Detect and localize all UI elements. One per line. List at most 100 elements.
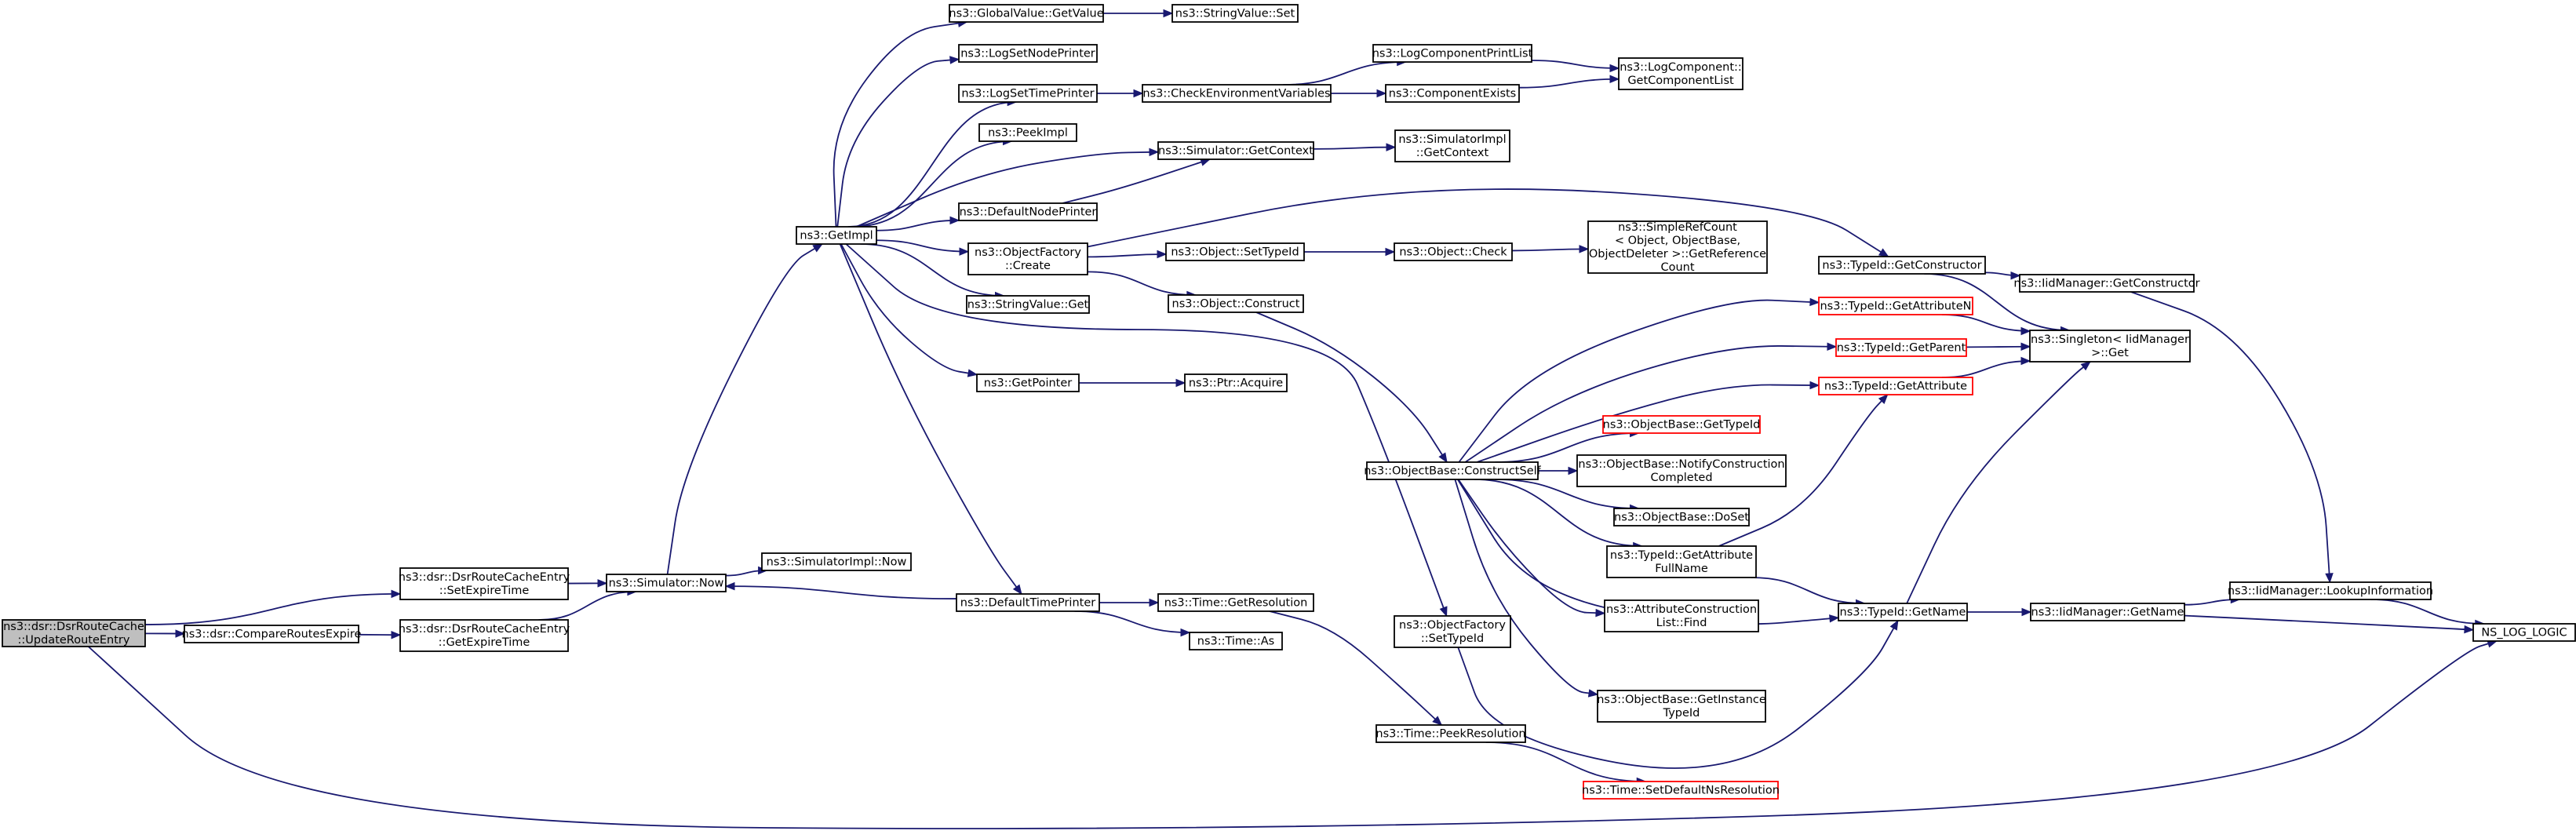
node-box[interactable]	[1583, 781, 1779, 800]
node-n33[interactable]: ns3::ObjectBase::ConstructSelf	[1364, 461, 1542, 480]
node-box[interactable]	[949, 4, 1104, 23]
node-n2[interactable]: ns3::dsr::DsrRouteCacheEntry::SetExpireT…	[399, 567, 570, 600]
node-box[interactable]	[1394, 129, 1510, 162]
node-n49[interactable]: NS_LOG_LOGIC	[2472, 623, 2576, 642]
node-n48[interactable]: ns3::IidManager::LookupInformation	[2228, 581, 2433, 600]
node-box[interactable]	[399, 619, 569, 652]
node-box[interactable]	[1597, 690, 1766, 723]
node-box[interactable]	[1385, 84, 1520, 103]
node-box[interactable]	[2472, 623, 2576, 642]
node-box[interactable]	[1394, 615, 1511, 648]
node-n34[interactable]: ns3::ObjectBase::GetTypeId	[1602, 415, 1761, 434]
node-box[interactable]	[1835, 338, 1967, 357]
node-box[interactable]	[1168, 294, 1304, 313]
node-box[interactable]	[958, 84, 1098, 103]
node-n17[interactable]: ns3::SimulatorImpl::GetContext	[1394, 129, 1510, 162]
node-n5[interactable]: ns3::SimulatorImpl::Now	[761, 552, 912, 571]
node-n7[interactable]: ns3::GlobalValue::GetValue	[949, 4, 1104, 23]
node-box[interactable]	[2030, 603, 2185, 621]
node-n36[interactable]: ns3::ObjectBase::DoSet	[1613, 508, 1750, 526]
node-box[interactable]	[1818, 297, 1973, 315]
node-box[interactable]	[1157, 141, 1314, 160]
node-n8[interactable]: ns3::StringValue::Set	[1171, 4, 1299, 23]
node-box[interactable]	[1606, 545, 1757, 578]
node-box[interactable]	[1184, 373, 1288, 392]
node-box[interactable]	[1142, 84, 1332, 103]
node-box[interactable]	[1157, 593, 1314, 612]
node-box[interactable]	[184, 625, 359, 643]
node-box[interactable]	[1818, 256, 1986, 275]
node-box[interactable]	[1189, 632, 1283, 650]
node-n25[interactable]: ns3::GetPointer	[976, 373, 1080, 392]
node-n6[interactable]: ns3::GetImpl	[796, 226, 877, 245]
node-n29[interactable]: ns3::Time::As	[1189, 632, 1283, 650]
node-box[interactable]	[2019, 274, 2195, 293]
node-n15[interactable]: ns3::PeekImpl	[978, 123, 1077, 142]
node-box[interactable]	[1618, 57, 1743, 90]
node-n35[interactable]: ns3::ObjectBase::NotifyConstructionCompl…	[1576, 454, 1787, 487]
node-box[interactable]	[1372, 44, 1532, 63]
node-n41[interactable]: ns3::TypeId::GetAttributeN	[1818, 297, 1973, 315]
node-n21[interactable]: ns3::Object::Check	[1394, 242, 1513, 261]
node-n30[interactable]: ns3::Time::PeekResolution	[1375, 724, 1526, 743]
node-n3[interactable]: ns3::dsr::DsrRouteCacheEntry::GetExpireT…	[399, 619, 570, 652]
node-box[interactable]	[1165, 242, 1305, 261]
node-n22[interactable]: ns3::SimpleRefCount< Object, ObjectBase,…	[1587, 220, 1768, 274]
node-box[interactable]	[966, 295, 1090, 314]
node-box[interactable]	[2229, 581, 2432, 600]
node-n24[interactable]: ns3::StringValue::Get	[966, 295, 1090, 314]
node-n26[interactable]: ns3::Ptr::Acquire	[1184, 373, 1288, 392]
node-n44[interactable]: ns3::TypeId::GetName	[1838, 603, 1968, 621]
node-box[interactable]	[1366, 461, 1539, 480]
node-n27[interactable]: ns3::DefaultTimePrinter	[956, 593, 1100, 612]
node-n12[interactable]: ns3::LogComponentPrintList	[1372, 44, 1533, 63]
node-box[interactable]	[978, 123, 1077, 142]
node-n45[interactable]: ns3::IidManager::GetConstructor	[2013, 274, 2200, 293]
node-n47[interactable]: ns3::IidManager::GetName	[2030, 603, 2185, 621]
node-box[interactable]	[1602, 415, 1761, 434]
node-box[interactable]	[958, 44, 1098, 63]
node-box[interactable]	[606, 574, 727, 592]
node-n9[interactable]: ns3::LogSetNodePrinter	[958, 44, 1098, 63]
node-n19[interactable]: ns3::ObjectFactory::Create	[967, 242, 1088, 275]
node-n10[interactable]: ns3::LogSetTimePrinter	[958, 84, 1098, 103]
node-n0[interactable]: ns3::dsr::DsrRouteCache::UpdateRouteEntr…	[2, 619, 146, 647]
node-n46[interactable]: ns3::Singleton< IidManager>::Get	[2029, 330, 2191, 363]
node-n1[interactable]: ns3::dsr::CompareRoutesExpire	[182, 625, 362, 643]
node-box[interactable]	[967, 242, 1088, 275]
node-n11[interactable]: ns3::CheckEnvironmentVariables	[1142, 84, 1332, 103]
node-box[interactable]	[1613, 508, 1750, 526]
node-n23[interactable]: ns3::Object::Construct	[1168, 294, 1304, 313]
node-n16[interactable]: ns3::Simulator::GetContext	[1157, 141, 1314, 160]
node-box[interactable]	[976, 373, 1080, 392]
node-n13[interactable]: ns3::ComponentExists	[1385, 84, 1520, 103]
node-box[interactable]	[1604, 599, 1759, 632]
node-n43[interactable]: ns3::TypeId::GetAttribute	[1818, 377, 1973, 395]
node-n28[interactable]: ns3::Time::GetResolution	[1157, 593, 1314, 612]
node-box[interactable]	[1818, 377, 1973, 395]
node-box[interactable]	[1576, 454, 1787, 487]
node-n31[interactable]: ns3::Time::SetDefaultNsResolution	[1582, 781, 1780, 800]
node-box[interactable]	[761, 552, 912, 571]
node-box[interactable]	[1394, 242, 1513, 261]
node-n18[interactable]: ns3::DefaultNodePrinter	[958, 202, 1098, 221]
node-box[interactable]	[1838, 603, 1968, 621]
node-box[interactable]	[1587, 220, 1768, 274]
node-box[interactable]	[1171, 4, 1299, 23]
node-n14[interactable]: ns3::LogComponent::GetComponentList	[1618, 57, 1743, 90]
node-n20[interactable]: ns3::Object::SetTypeId	[1165, 242, 1305, 261]
node-box[interactable]	[2, 619, 146, 647]
node-n4[interactable]: ns3::Simulator::Now	[606, 574, 727, 592]
node-box[interactable]	[399, 567, 569, 600]
node-box[interactable]	[2029, 330, 2191, 363]
node-box[interactable]	[958, 202, 1098, 221]
node-n40[interactable]: ns3::TypeId::GetConstructor	[1818, 256, 1986, 275]
node-n42[interactable]: ns3::TypeId::GetParent	[1835, 338, 1967, 357]
node-box[interactable]	[796, 226, 877, 245]
node-n32[interactable]: ns3::ObjectFactory::SetTypeId	[1394, 615, 1511, 648]
node-box[interactable]	[1375, 724, 1526, 743]
node-box[interactable]	[956, 593, 1100, 612]
